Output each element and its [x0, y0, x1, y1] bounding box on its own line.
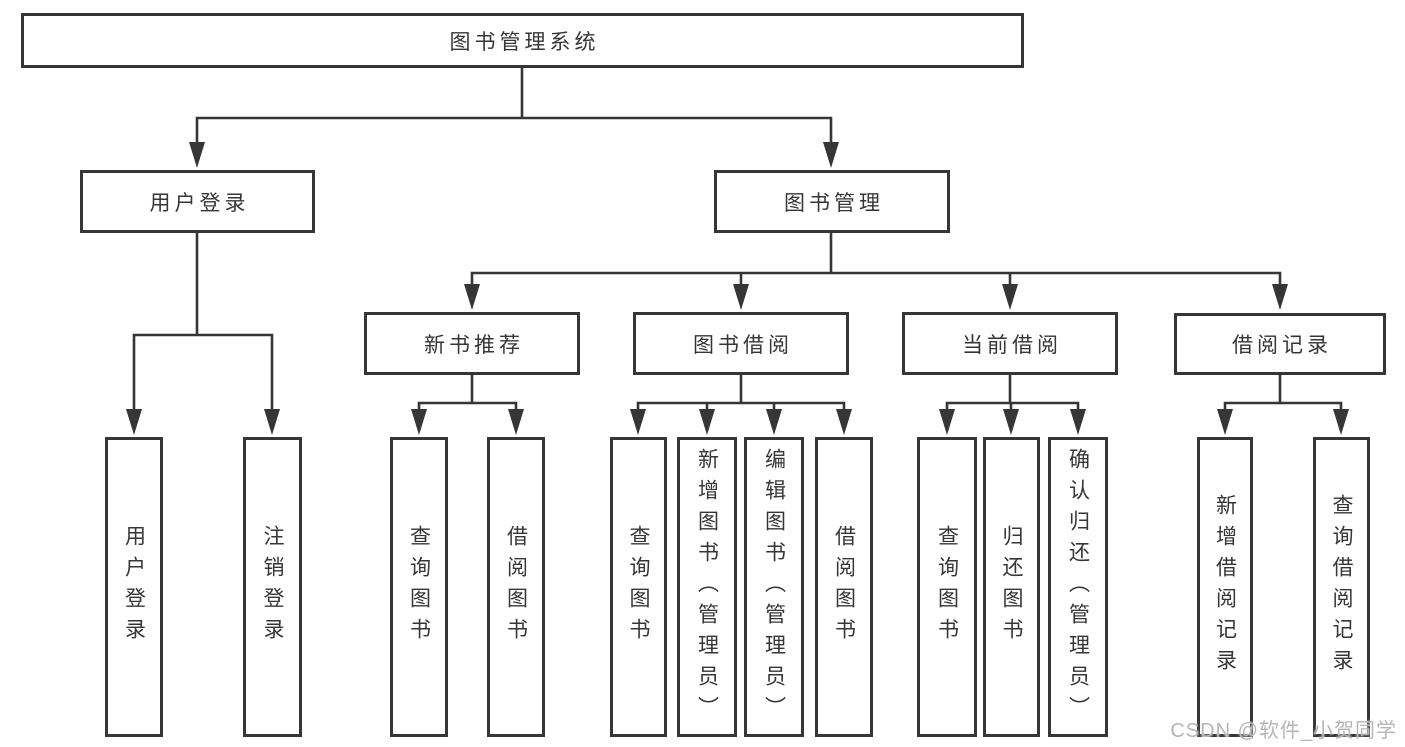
leaf-query-borrow-record: 查询借阅记录: [1313, 437, 1370, 737]
leaf-confirm-return-admin: 确认归还（管理员）: [1048, 437, 1108, 737]
node-borrowing-records: 借阅记录: [1174, 313, 1386, 375]
tree-edges: [132, 68, 1343, 414]
node-library-system: 图书管理系统: [21, 13, 1024, 68]
node-book-management: 图书管理: [714, 170, 950, 233]
node-current-borrowing: 当前借阅: [902, 312, 1118, 375]
node-new-book-recommend: 新书推荐: [364, 312, 580, 375]
node-user-login: 用户登录: [80, 170, 315, 233]
leaf-return-books: 归还图书: [983, 437, 1040, 737]
csdn-watermark: CSDN @软件_小贺同学: [1170, 720, 1397, 742]
leaf-borrow-books-2: 借阅图书: [815, 437, 873, 737]
arrowheads: [126, 142, 1349, 435]
leaf-query-books-1: 查询图书: [390, 437, 448, 737]
node-book-borrowing: 图书借阅: [633, 312, 849, 375]
leaf-edit-books-admin: 编辑图书（管理员）: [744, 437, 804, 737]
leaf-query-books-3: 查询图书: [917, 437, 977, 737]
leaf-user-login: 用户登录: [105, 437, 163, 737]
leaf-add-borrow-record: 新增借阅记录: [1197, 437, 1253, 737]
leaf-borrow-books-1: 借阅图书: [487, 437, 545, 737]
leaf-query-books-2: 查询图书: [610, 437, 667, 737]
leaf-add-books-admin: 新增图书（管理员）: [677, 437, 737, 737]
leaf-logout-login: 注销登录: [243, 437, 302, 737]
